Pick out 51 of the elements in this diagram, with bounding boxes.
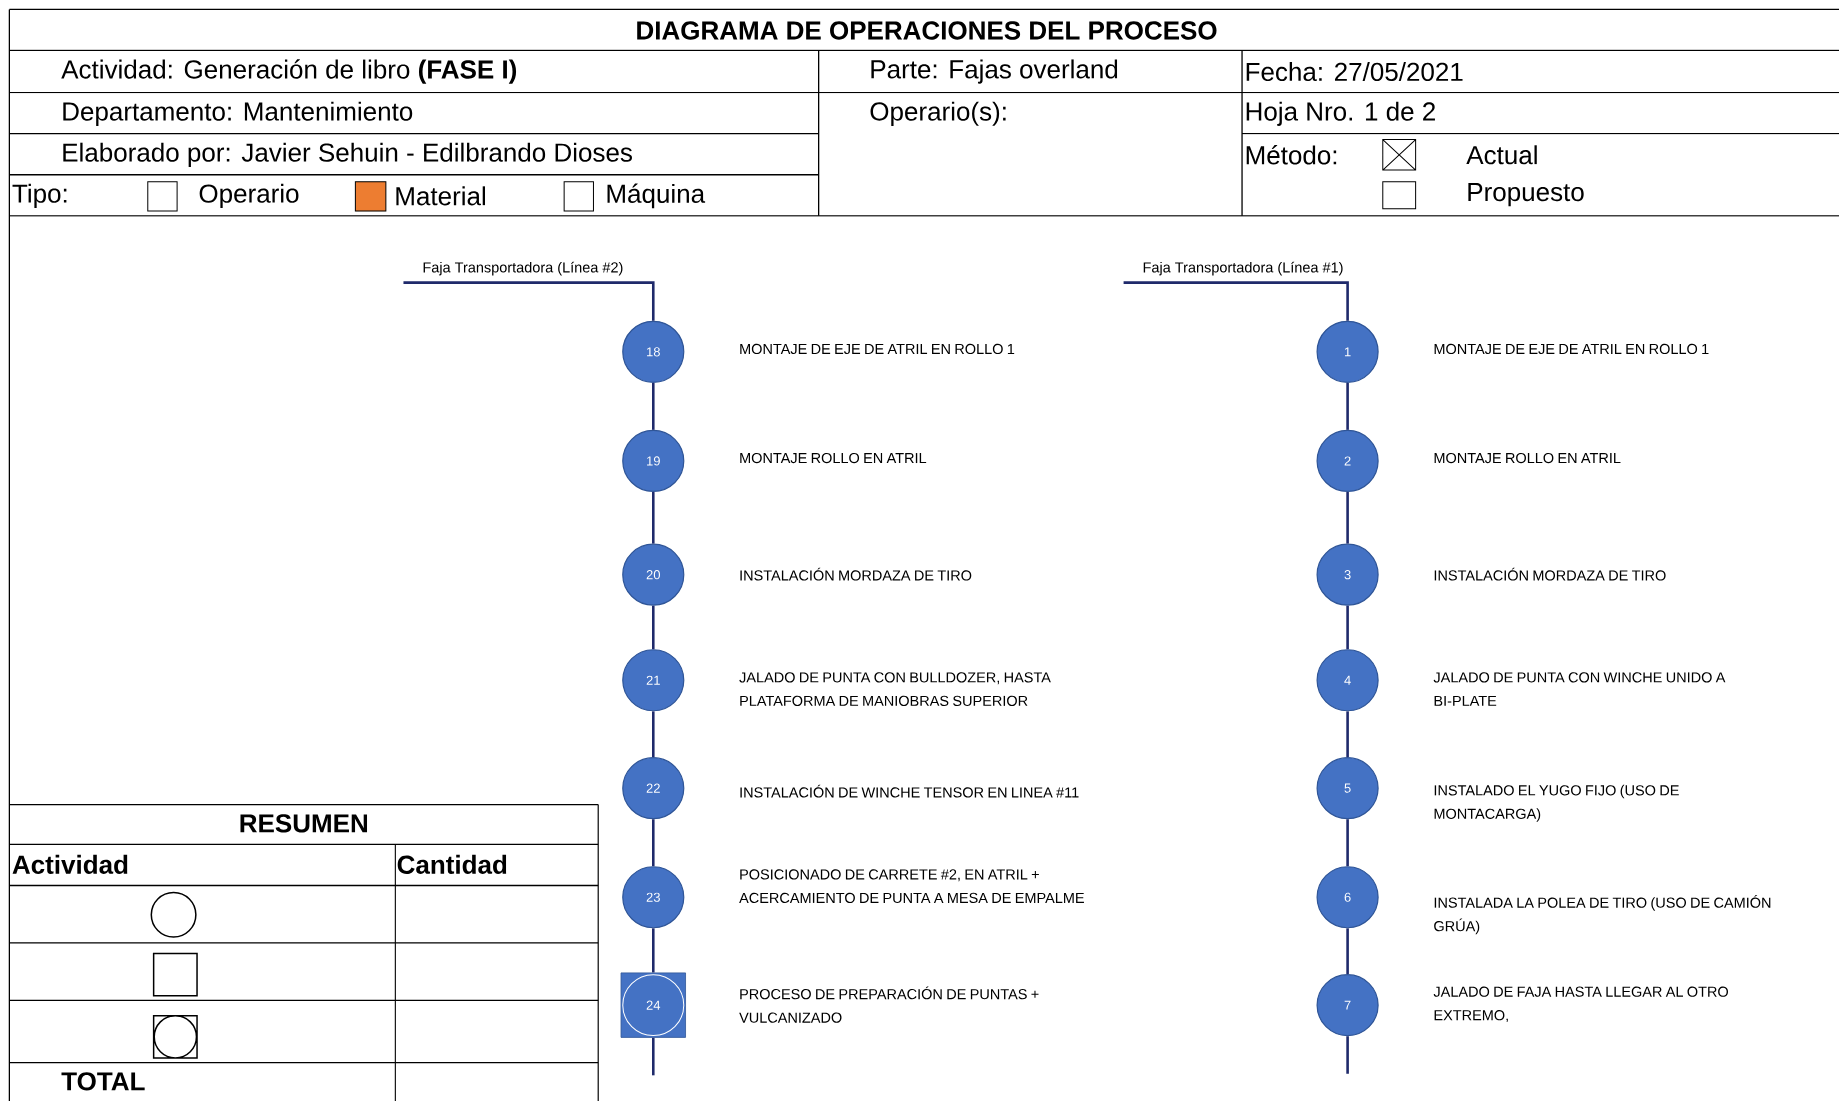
step-description: INSTALACIÓN DE WINCHE TENSOR EN LINEA #11 [740, 784, 1079, 798]
field-label: Hoja Nro. 1 de 2 [1246, 101, 1435, 126]
field-label: Método: [1246, 145, 1337, 165]
connector-line [1346, 1036, 1349, 1074]
step-description: MONTAJE DE EJE DE ATRIL EN ROLLO 1 [740, 343, 1015, 355]
connector-line [652, 819, 655, 867]
field-label: TOTAL [61, 1072, 145, 1091]
field-label: Parte: Fajas overland [871, 59, 1118, 84]
field-label: Fecha: 27/05/2021 [1246, 62, 1463, 82]
step-description: MONTAJE DE EJE DE ATRIL EN ROLLO 1 [1434, 343, 1709, 355]
field-label: Cantidad [397, 854, 507, 874]
connector-line [652, 605, 655, 650]
connector-line [403, 281, 655, 321]
connector-line [1346, 819, 1349, 867]
connector-line [1346, 382, 1349, 430]
connector-line [652, 382, 655, 430]
connector-line [1346, 605, 1349, 650]
step-description: MONTAJE ROLLO EN ATRIL [1434, 452, 1621, 464]
field-label: Operario(s): [870, 101, 1006, 126]
step-description: JALADO DE FAJA HASTA LLEGAR AL OTRO EXTREMO, [1433, 986, 1728, 1023]
field-label: Actividad: Generación de libro (FASE I) [61, 59, 517, 84]
connector-line [1123, 281, 1349, 321]
connector-line [1346, 711, 1349, 758]
step-description: INSTALACIÓN MORDAZA DE TIRO [1434, 567, 1666, 581]
connector-line [652, 492, 655, 544]
step-description: PROCESO DE PREPARACIÓN DE PUNTAS + VULCANIZADO [739, 986, 1039, 1023]
field-label: Departamento: Mantenimiento [63, 101, 413, 126]
field-label: Elaborado por: Javier Sehuin - Edilbrando Dioses [63, 142, 632, 167]
connector-line [652, 928, 655, 973]
connector-line [652, 1037, 655, 1076]
step-description: JALADO DE PUNTA CON WINCHE UNIDO A BI-PLATE [1433, 672, 1726, 706]
connector-line [652, 711, 655, 758]
connector-line [1346, 492, 1349, 544]
field-label: Tipo: [12, 183, 67, 208]
connector-line [1346, 928, 1349, 975]
line-heading: Faja Transportadora (Línea #1) [1143, 261, 1343, 276]
field-label: RESUMEN [240, 814, 367, 833]
step-description: INSTALACIÓN MORDAZA DE TIRO [740, 567, 972, 581]
field-label: Propuesto [1468, 183, 1584, 207]
step-description: JALADO DE PUNTA CON BULLDOZER, HASTA PLATAFORMA DE MANIOBRAS SUPERIOR [739, 672, 1051, 706]
title: DIAGRAMA DE OPERACIONES DEL PROCESO [637, 21, 1217, 40]
step-description: INSTALADO EL YUGO FIJO (USO DE MONTACARGA) [1434, 784, 1679, 822]
line-heading: Faja Transportadora (Línea #2) [423, 261, 623, 276]
step-description: POSICIONADO DE CARRETE #2, EN ATRIL + ACERCAMIENTO DE PUNTA A MESA DE EMPALME [739, 869, 1084, 904]
field-label: Material [396, 186, 485, 206]
field-label: Operario [199, 183, 299, 208]
field-label: Actividad [12, 854, 128, 874]
field-label: Actual [1466, 145, 1537, 165]
step-description: MONTAJE ROLLO EN ATRIL [740, 452, 927, 464]
field-label: Máquina [607, 183, 706, 209]
step-description: INSTALADA LA POLEA DE TIRO (USO DE CAMIÓN GRÚA) [1434, 895, 1771, 935]
